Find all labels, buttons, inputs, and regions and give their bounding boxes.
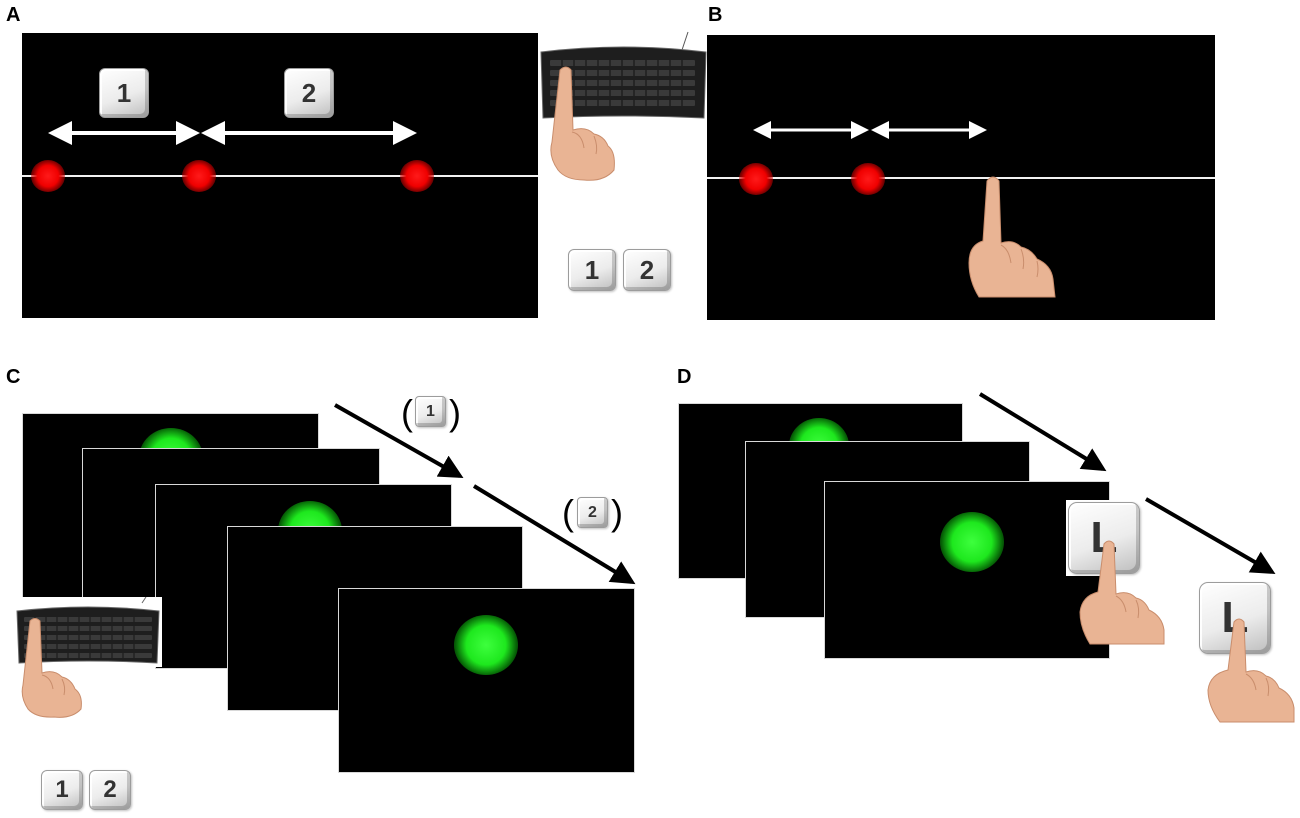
red-dot-1 xyxy=(31,160,65,192)
horizontal-line xyxy=(22,175,538,177)
finger-hand-icon xyxy=(968,176,1056,298)
diagonal-arrow-icon xyxy=(472,484,636,585)
panel-label-b: B xyxy=(708,4,723,26)
keyboard-hand-c xyxy=(14,596,162,721)
diagonal-arrow-icon xyxy=(1144,497,1276,575)
option-key-1: 1 xyxy=(415,396,446,427)
diagonal-arrow-icon xyxy=(334,403,464,478)
interval-key-2: 2 xyxy=(284,68,334,118)
response-key-1: 1 xyxy=(568,249,616,291)
panel-c-screen-5 xyxy=(338,588,635,773)
finger-hand-icon xyxy=(21,618,82,718)
panel-b-screen xyxy=(707,35,1215,320)
panel-d-screen-3 xyxy=(824,481,1110,659)
response-key-1: 1 xyxy=(41,770,83,810)
paren-close: ) xyxy=(611,492,623,533)
keyboard-hand-a xyxy=(538,30,708,190)
red-dot-2 xyxy=(182,160,216,192)
panel-label-d: D xyxy=(677,366,692,388)
paren-open: ( xyxy=(401,392,413,433)
red-dot-1 xyxy=(739,163,773,195)
interval-key-1: 1 xyxy=(99,68,149,118)
red-dot-2 xyxy=(851,163,885,195)
horizontal-line xyxy=(707,177,1215,179)
panel-label-a: A xyxy=(6,4,21,26)
keyboard-icon xyxy=(16,596,160,664)
paren-open: ( xyxy=(562,492,574,533)
panel-a-screen: 1 2 xyxy=(22,33,538,318)
response-key-2: 2 xyxy=(623,249,671,291)
red-dot-3 xyxy=(400,160,434,192)
diagonal-arrow-icon xyxy=(978,392,1107,472)
response-key-2: 2 xyxy=(89,770,131,810)
green-dot xyxy=(940,512,1004,572)
option-key-2: 2 xyxy=(577,497,608,528)
panel-label-c: C xyxy=(6,366,21,388)
paren-close: ) xyxy=(449,392,461,433)
finger-hand-icon xyxy=(550,66,615,181)
green-dot xyxy=(454,615,518,675)
